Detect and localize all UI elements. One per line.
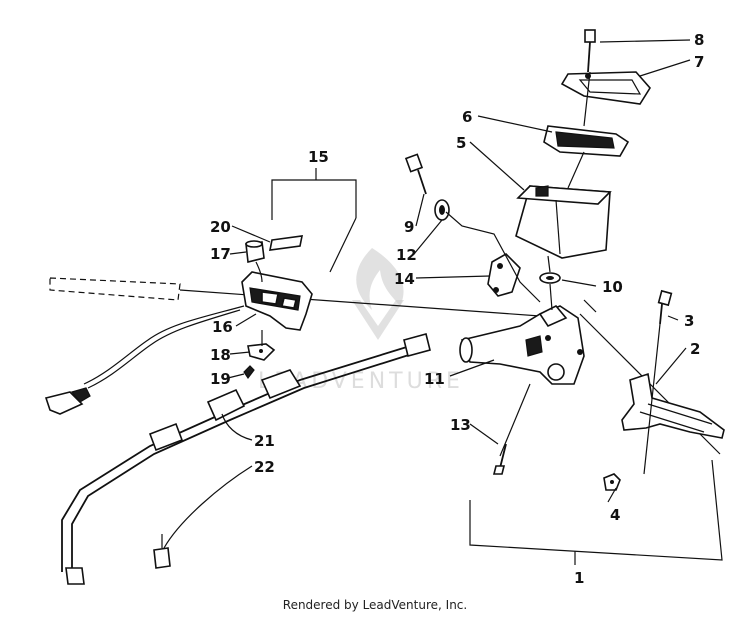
callout-12: 12 [396, 246, 417, 264]
callout-13: 13 [450, 416, 471, 434]
screw-3 [643, 289, 673, 475]
callout-2: 2 [690, 340, 700, 358]
callout-10: 10 [602, 278, 623, 296]
callout-14: 14 [394, 270, 415, 288]
washer-12 [434, 199, 450, 221]
callout-6: 6 [462, 108, 472, 126]
seal-10 [539, 272, 561, 284]
footer-credit: Rendered by LeadVenture, Inc. [282, 598, 468, 612]
callout-21: 21 [254, 432, 275, 450]
knob-17 [245, 240, 265, 283]
callout-9: 9 [404, 218, 414, 236]
handlebar-section [49, 277, 541, 317]
callout-17: 17 [210, 245, 231, 263]
callout-11: 11 [424, 370, 445, 388]
brake-hose [61, 333, 431, 585]
callout-22: 22 [254, 458, 275, 476]
callout-7: 7 [694, 53, 704, 71]
bolt-9 [404, 153, 427, 195]
bracket-1 [469, 459, 723, 565]
switch-wire [44, 305, 245, 415]
screw-8 [584, 29, 596, 73]
callout-15: 15 [308, 148, 329, 166]
lever-2 [621, 372, 725, 439]
nut-4 [603, 473, 621, 491]
screw-19 [243, 365, 255, 380]
clamp-14 [487, 253, 521, 297]
callout-18: 18 [210, 346, 231, 364]
callout-labels: 1 2 3 4 5 6 7 8 9 10 11 12 13 14 15 16 1… [210, 31, 704, 587]
callout-4: 4 [610, 506, 620, 524]
clip-18 [247, 330, 276, 361]
leader-lines [163, 39, 691, 549]
gasket-6 [543, 125, 630, 157]
cover-7 [560, 71, 651, 105]
switch-housing [241, 271, 313, 331]
callout-5: 5 [456, 134, 466, 152]
bracket-15 [271, 168, 357, 273]
callout-3: 3 [684, 312, 694, 330]
callout-1: 1 [574, 569, 584, 587]
reservoir-5 [515, 185, 612, 259]
callout-8: 8 [694, 31, 704, 49]
callout-19: 19 [210, 370, 231, 388]
callout-20: 20 [210, 218, 231, 236]
callout-16: 16 [212, 318, 233, 336]
plate-20 [268, 235, 304, 251]
master-cylinder [459, 305, 585, 385]
screw-13 [492, 443, 507, 475]
